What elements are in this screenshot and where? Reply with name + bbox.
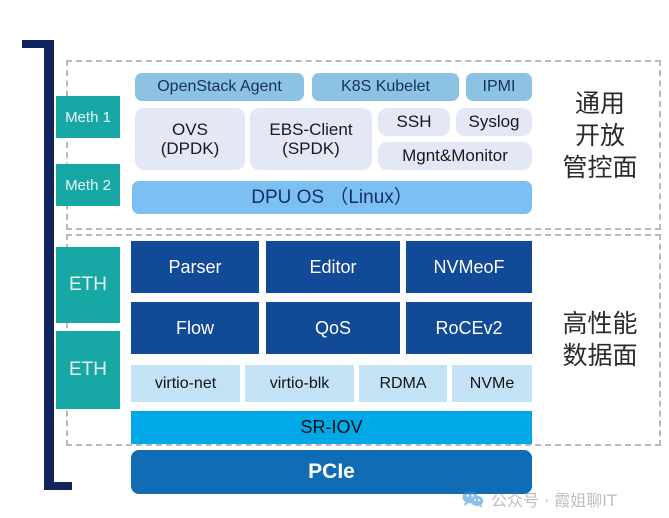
data-box-virtio-blk[interactable]: virtio-blk (245, 365, 354, 402)
data-box-flow-label: Flow (175, 317, 214, 338)
dpu-os-bar-label: DPU OS （Linux） (251, 186, 413, 208)
pcie-bar[interactable]: PCIe (131, 450, 532, 494)
control-box-k8s-kubelet[interactable]: K8S Kubelet (312, 73, 459, 101)
control-box-ovs-dpdk[interactable]: OVS (DPDK) (135, 108, 245, 170)
data-box-parser[interactable]: Parser (131, 241, 259, 293)
data-box-rocev2[interactable]: RoCEv2 (406, 302, 532, 354)
data-box-nvme[interactable]: NVMe (452, 365, 532, 402)
data-box-virtio-net-label: virtio-net (154, 374, 217, 392)
watermark-text: 公众号 · 霞姐聊IT (491, 491, 617, 510)
control-box-openstack-agent[interactable]: OpenStack Agent (135, 73, 304, 101)
port-block-meth1-label: Meth 1 (65, 108, 111, 126)
data-box-virtio-net[interactable]: virtio-net (131, 365, 240, 402)
control-box-mgnt-monitor-label: Mgnt&Monitor (402, 146, 508, 166)
port-block-eth1[interactable]: ETH (56, 247, 120, 323)
data-box-qos[interactable]: QoS (266, 302, 400, 354)
card-bracket-vertical (44, 40, 54, 490)
data-box-virtio-blk-label: virtio-blk (269, 374, 330, 392)
data-box-nvmeof[interactable]: NVMeoF (406, 241, 532, 293)
data-box-qos-label: QoS (314, 317, 352, 338)
data-box-nvmeof-label: NVMeoF (433, 256, 505, 277)
port-block-eth1-label: ETH (69, 274, 107, 295)
card-bracket-top-flange (22, 40, 54, 48)
port-block-meth1[interactable]: Meth 1 (56, 96, 120, 138)
data-box-rocev2-label: RoCEv2 (435, 317, 503, 338)
control-box-syslog-label: Syslog (468, 112, 520, 132)
control-box-k8s-kubelet-label: K8S Kubelet (341, 78, 430, 96)
control-box-openstack-agent-label: OpenStack Agent (157, 78, 282, 96)
data-box-parser-label: Parser (168, 256, 222, 277)
data-box-nvme-label: NVMe (469, 374, 515, 392)
sriov-bar-label: SR-IOV (300, 417, 363, 438)
port-block-meth2-label: Meth 2 (65, 176, 111, 194)
dpu-os-bar[interactable]: DPU OS （Linux） (132, 181, 532, 214)
card-bracket-bottom-flange (44, 482, 72, 490)
data-box-editor[interactable]: Editor (266, 241, 400, 293)
sriov-bar[interactable]: SR-IOV (131, 411, 532, 444)
port-block-eth2[interactable]: ETH (56, 331, 120, 409)
watermark: 公众号 · 霞姐聊IT (462, 487, 617, 511)
control-box-ipmi-label: IPMI (482, 78, 516, 96)
control-box-ssh-label: SSH (396, 112, 432, 132)
control-box-ssh[interactable]: SSH (378, 108, 450, 136)
data-box-editor-label: Editor (309, 256, 357, 277)
data-box-rdma[interactable]: RDMA (359, 365, 447, 402)
control-box-ebs-client-spdk-label: EBS-Client (SPDK) (269, 119, 353, 158)
control-plane-caption: 通用 开放 管控面 (562, 89, 638, 182)
control-box-ipmi[interactable]: IPMI (466, 73, 532, 101)
port-block-meth2[interactable]: Meth 2 (56, 164, 120, 206)
port-block-eth2-label: ETH (69, 359, 107, 380)
data-plane-caption: 高性能 数据面 (562, 309, 638, 370)
data-box-flow[interactable]: Flow (131, 302, 259, 354)
control-box-syslog[interactable]: Syslog (456, 108, 532, 136)
data-box-rdma-label: RDMA (379, 374, 427, 392)
control-plane-group-frame (66, 60, 661, 230)
wechat-icon (462, 490, 484, 508)
control-box-ebs-client-spdk[interactable]: EBS-Client (SPDK) (250, 108, 372, 170)
control-box-ovs-dpdk-label: OVS (DPDK) (160, 119, 220, 158)
control-box-mgnt-monitor[interactable]: Mgnt&Monitor (378, 142, 532, 170)
pcie-bar-label: PCIe (308, 460, 355, 484)
